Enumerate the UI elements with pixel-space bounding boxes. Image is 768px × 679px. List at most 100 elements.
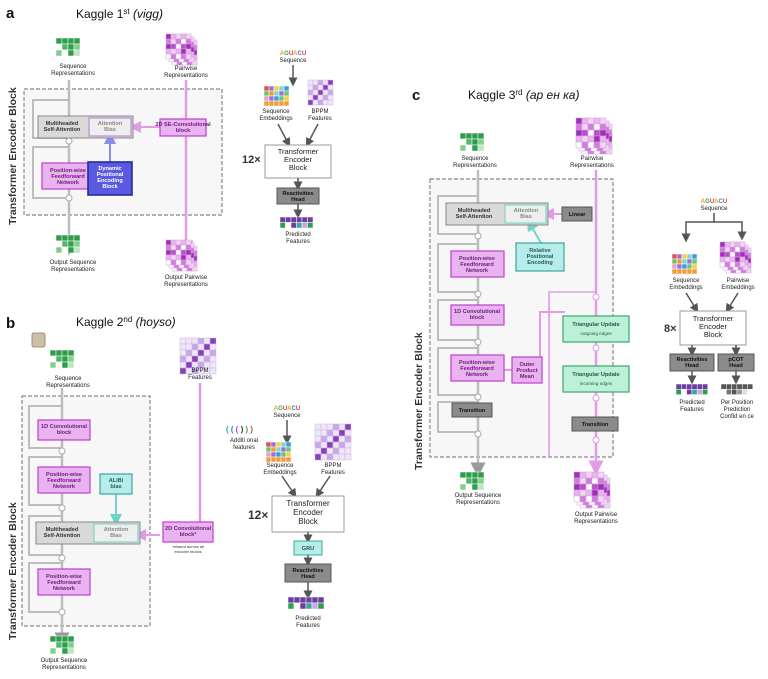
linear-block bbox=[561, 206, 593, 222]
add-node-icon bbox=[592, 293, 600, 301]
nucleotide-letter: U bbox=[710, 199, 714, 205]
add-node-icon bbox=[65, 137, 73, 145]
transformer-encoder-block bbox=[264, 144, 332, 179]
transition2-label: Transition bbox=[582, 422, 609, 428]
conv1d-block bbox=[37, 419, 91, 441]
seq-rep-grid-icon bbox=[55, 37, 81, 57]
add-node-icon bbox=[58, 608, 66, 616]
output-seq-grid-icon bbox=[55, 234, 81, 254]
panel-c: c Kaggle 3rd (ар ен ка) Transformer Enco… bbox=[412, 87, 755, 525]
nucleotide-letter: C bbox=[298, 51, 303, 57]
conv1d-block bbox=[450, 304, 505, 326]
linear-label: Linear bbox=[569, 212, 587, 218]
arrow-icon bbox=[685, 292, 699, 313]
nucleotide-letter: U bbox=[289, 51, 293, 57]
nucleotide-letter: U bbox=[283, 406, 287, 412]
transition-block bbox=[451, 402, 493, 418]
panel-a-block-label: Transformer Encoder Block bbox=[7, 87, 19, 225]
ffn-block-2 bbox=[450, 354, 505, 382]
residual-line-2 bbox=[437, 243, 478, 293]
nucleotide-letter: A bbox=[701, 199, 706, 205]
seq-rep-grid-icon bbox=[49, 349, 75, 369]
add-node-icon bbox=[474, 290, 482, 298]
sequence-label: Sequence bbox=[279, 58, 307, 64]
residual-line-5 bbox=[437, 401, 478, 433]
seq-rep-grid-icon bbox=[459, 132, 485, 152]
repeat-count: 8× bbox=[664, 323, 677, 335]
nucleotide-letter: G bbox=[705, 199, 710, 205]
panel-letter-c: c bbox=[412, 87, 420, 104]
panel-a-title: Kaggle 1st (vigg) bbox=[76, 7, 163, 21]
nucleotide-letter: A bbox=[714, 199, 719, 205]
bppm-grid-icon bbox=[314, 423, 352, 461]
pair-embedding-stack-icon bbox=[719, 241, 752, 274]
alibi-bias-block bbox=[99, 473, 133, 495]
rpe-flow-line bbox=[526, 218, 542, 244]
ffn-block bbox=[37, 466, 91, 494]
add-node-icon bbox=[474, 338, 482, 346]
residual-line-3 bbox=[28, 515, 62, 556]
ffn-block bbox=[450, 250, 505, 278]
nucleotide-letter: A bbox=[274, 406, 279, 412]
residual-line-2 bbox=[28, 456, 62, 506]
panel-b: b Kaggle 2nd (hoyso) Transformer Encoder… bbox=[6, 315, 352, 671]
triangular-update-incoming-block bbox=[562, 365, 630, 393]
residual-line-1 bbox=[437, 195, 478, 235]
gru-label: GRU bbox=[302, 546, 314, 552]
predicted-features-icon bbox=[675, 383, 709, 395]
output-pair-stack-icon bbox=[573, 471, 611, 509]
pair-rep-stack-icon bbox=[575, 117, 613, 155]
rna-sequence-letters: AGUACU bbox=[280, 51, 306, 57]
residual-line-1 bbox=[28, 405, 62, 449]
encoder-block-frame bbox=[23, 88, 223, 216]
relative-positional-encoding-block bbox=[515, 242, 565, 272]
predicted-features-icon bbox=[287, 596, 325, 610]
nucleotide-letter: U bbox=[296, 406, 300, 412]
add-node-icon bbox=[592, 436, 600, 444]
residual-line-3 bbox=[437, 299, 478, 341]
add-node-icon bbox=[65, 194, 73, 202]
outer-product-mean-block bbox=[511, 356, 543, 384]
seq-embedding-grid-icon bbox=[671, 253, 698, 275]
panel-c-title: Kaggle 3rd (ар ен ка) bbox=[468, 88, 579, 102]
arrow-icon bbox=[725, 292, 739, 313]
arrow-icon bbox=[305, 123, 319, 147]
nucleotide-letter: G bbox=[278, 406, 283, 412]
conv2d-block bbox=[162, 521, 214, 543]
panel-letter-b: b bbox=[6, 315, 15, 332]
sequence-label: Sequence bbox=[273, 413, 301, 419]
add-node-icon bbox=[474, 232, 482, 240]
add-node-icon bbox=[592, 344, 600, 352]
residual-line-4 bbox=[28, 562, 62, 613]
panel-b-title: Kaggle 2nd (hoyso) bbox=[76, 315, 176, 329]
panel-c-block-label: Transformer Encoder Block bbox=[413, 332, 425, 470]
add-node-icon bbox=[58, 504, 66, 512]
nucleotide-letter: A bbox=[293, 51, 298, 57]
